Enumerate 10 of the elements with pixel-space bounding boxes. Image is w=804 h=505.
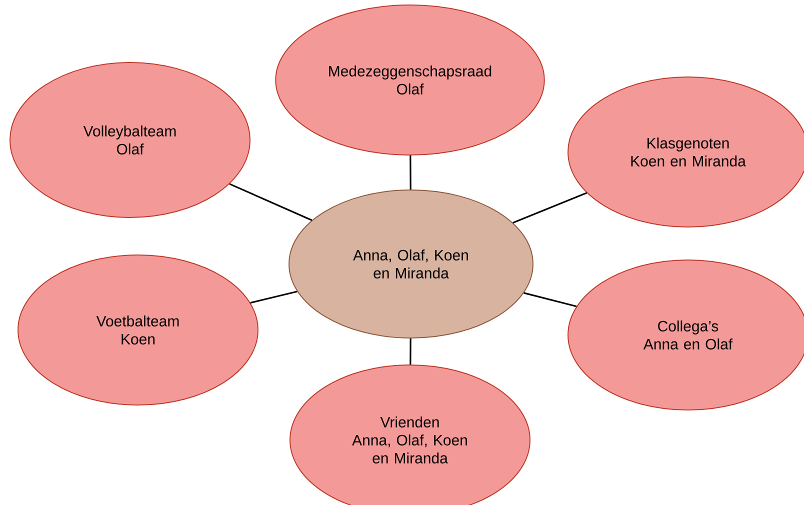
ellipse-node: Volleybalteam Olaf [10, 62, 250, 218]
connector-line [250, 290, 298, 304]
ellipse-node: Medezeggenschapsraad Olaf [275, 4, 545, 156]
connector-line [410, 155, 412, 190]
ellipse-node: Voetbalteam Koen [18, 254, 258, 406]
connector-line [410, 338, 412, 364]
connector-line [512, 192, 588, 224]
ellipse-node: Vrienden Anna, Olaf, Koen en Miranda [290, 364, 530, 505]
connector-line [229, 183, 312, 221]
connector-line [524, 292, 577, 308]
